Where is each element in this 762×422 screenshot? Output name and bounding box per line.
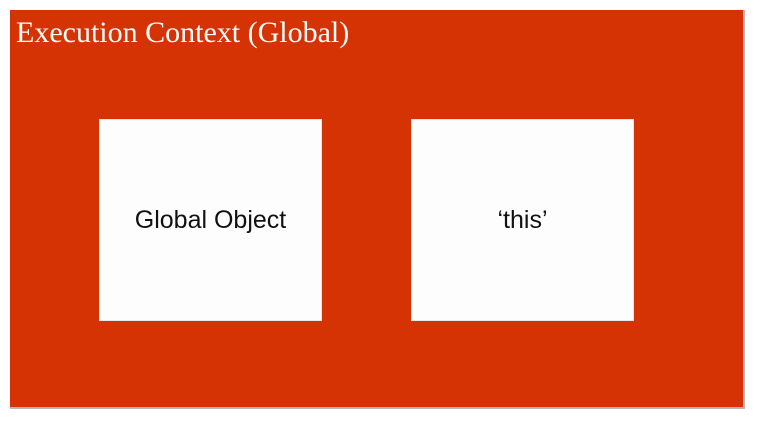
execution-context-title: Execution Context (Global): [16, 16, 350, 49]
global-object-label: Global Object: [134, 205, 287, 234]
execution-context-box: Execution Context (Global) Global Object…: [10, 10, 745, 409]
global-object-box: Global Object: [99, 119, 322, 321]
this-label: ‘this’: [497, 205, 548, 234]
this-box: ‘this’: [411, 119, 634, 321]
